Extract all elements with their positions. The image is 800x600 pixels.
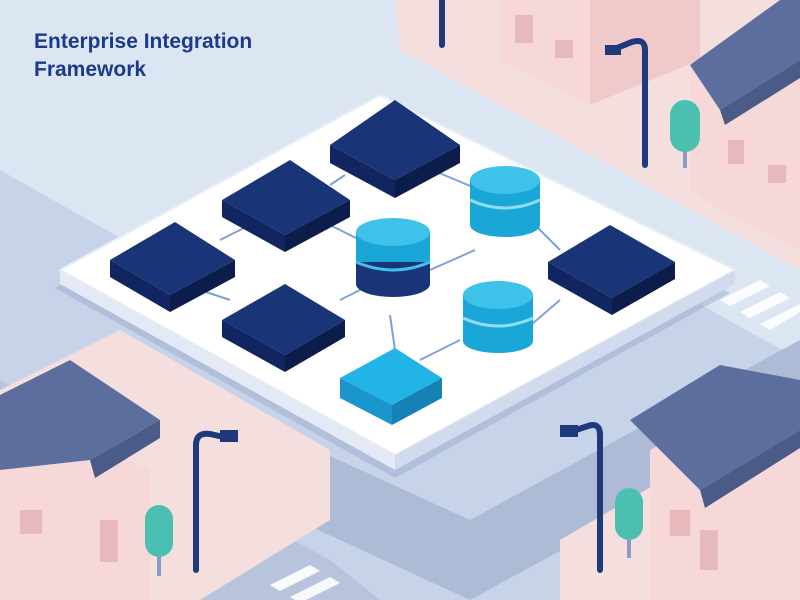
- street-lamp-icon: [605, 38, 648, 168]
- house-icon: [630, 365, 800, 600]
- server-block-icon: [222, 160, 350, 252]
- house-icon: [690, 0, 800, 250]
- server-block-icon: [340, 348, 442, 425]
- server-block-icon: [110, 222, 235, 312]
- street-lamp-icon: [193, 430, 238, 573]
- page-title: Enterprise Integration Framework: [34, 28, 354, 84]
- server-block-icon: [548, 225, 675, 315]
- street-lamp-icon: [560, 422, 603, 573]
- server-block-icon: [222, 284, 345, 372]
- title-line-2: Framework: [34, 58, 147, 81]
- tree-icon: [145, 505, 173, 576]
- database-cylinder-icon: [469, 166, 541, 237]
- tree-icon: [615, 488, 643, 558]
- platform-edge-left: [60, 270, 395, 470]
- tree-icon: [670, 100, 700, 168]
- crosswalk-right: [720, 280, 800, 330]
- crosswalk-bottom: [270, 565, 340, 600]
- house-icon: [0, 360, 160, 600]
- server-block-icon: [330, 100, 460, 198]
- database-cylinder-icon: [462, 281, 534, 353]
- database-cylinder-icon: [355, 218, 431, 297]
- title-line-1: Enterprise Integration: [34, 30, 253, 53]
- platform-edge-right: [395, 270, 735, 470]
